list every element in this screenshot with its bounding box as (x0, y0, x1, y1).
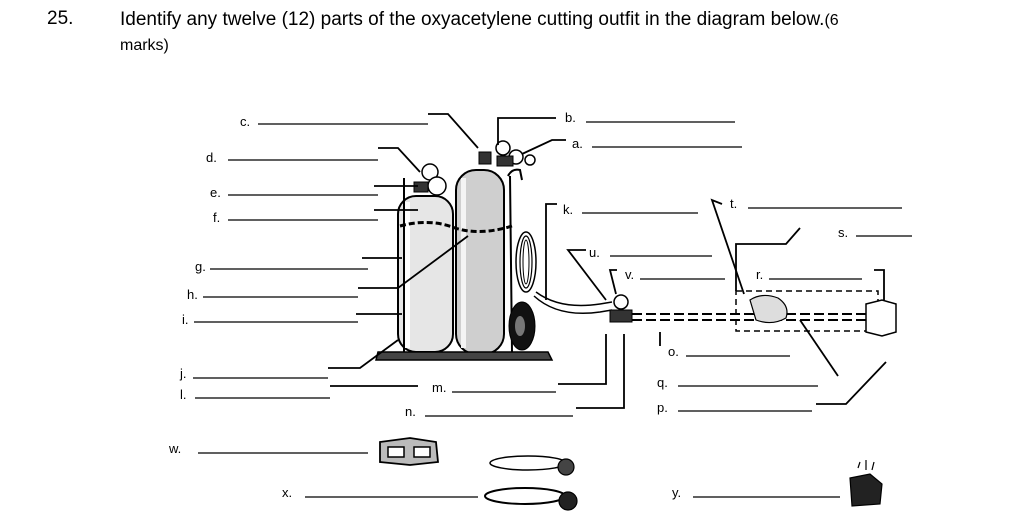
gauge-3 (495, 140, 511, 156)
answer-lines (193, 121, 912, 498)
leader-j (328, 339, 399, 369)
leader-c (428, 113, 479, 149)
label-p: p. (657, 400, 668, 415)
leader-d (378, 147, 421, 173)
question-text: Identify any twelve (12) parts of the ox… (120, 8, 1000, 58)
label-n: n. (405, 404, 416, 419)
cylinder-chain (399, 221, 513, 233)
leader-h (358, 235, 469, 289)
gauge-2 (427, 176, 447, 196)
torch-handle (609, 309, 633, 323)
leader-v (608, 269, 617, 295)
label-e: e. (210, 185, 221, 200)
oxygen-regulator (413, 181, 429, 193)
label-d: d. (206, 150, 217, 165)
cutting-torch (609, 290, 897, 337)
label-s: s. (838, 225, 849, 240)
spark-lighter (489, 455, 567, 471)
leader-u (566, 249, 607, 301)
label-r: r. (756, 267, 764, 282)
label-h: h. (187, 287, 198, 302)
hose-oxygen (535, 291, 613, 307)
accessories (379, 437, 883, 511)
hose-acetylene (533, 295, 613, 315)
label-t: t. (730, 196, 738, 211)
label-c: c. (240, 114, 251, 129)
leader-n (576, 334, 625, 409)
torch-valve (613, 294, 629, 310)
cart-base (375, 351, 554, 361)
hose-coil (515, 231, 537, 293)
tip-cleaner (849, 473, 883, 507)
cutting-tip (865, 299, 897, 337)
label-l: l. (180, 387, 187, 402)
acetylene-regulator (478, 151, 492, 165)
question-marks-open: (6 (824, 12, 839, 29)
question-body: Identify any twelve (12) parts of the ox… (120, 9, 825, 30)
spark-lighter-2 (484, 487, 566, 505)
leader-s (735, 227, 801, 291)
label-o: o. (668, 344, 679, 359)
cylinder-cart (375, 168, 613, 361)
regulators (413, 140, 536, 196)
question-marks-close: marks) (120, 37, 169, 54)
label-k: k. (563, 202, 574, 217)
leader-m (558, 334, 607, 385)
leader-k (545, 203, 557, 300)
leader-lines (328, 113, 887, 409)
goggles (379, 437, 439, 466)
label-a: a. (572, 136, 583, 151)
label-g: g. (195, 259, 206, 274)
leader-t (710, 198, 745, 295)
leader-r (874, 269, 885, 300)
label-x: x. (282, 485, 293, 500)
leader-p (816, 361, 887, 405)
label-v: v. (625, 267, 635, 282)
label-w: w. (169, 441, 182, 456)
label-u: u. (589, 245, 600, 260)
label-f: f. (213, 210, 221, 225)
label-q: q. (657, 375, 668, 390)
leader-q (799, 319, 839, 377)
mixing-chamber (749, 294, 788, 324)
question-number: 25. (47, 8, 74, 29)
label-m: m. (432, 380, 447, 395)
label-j: j. (180, 366, 187, 381)
leader-b (497, 117, 556, 145)
label-y: y. (672, 485, 682, 500)
leader-a (521, 139, 566, 155)
label-i: i. (182, 312, 189, 327)
label-b: b. (565, 110, 576, 125)
